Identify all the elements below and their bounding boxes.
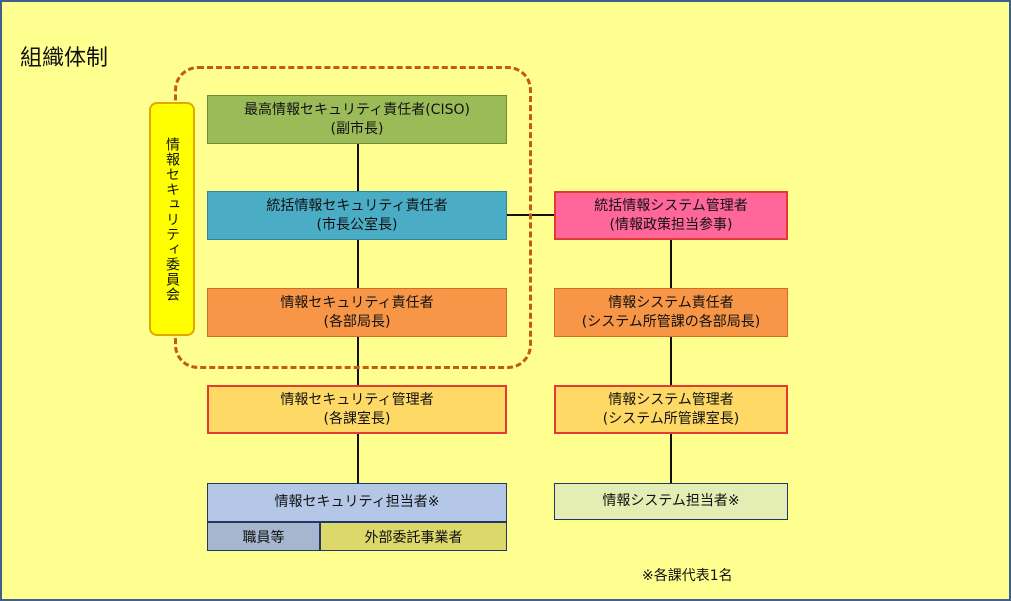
security-committee-label: 情報セキュリティ委員会 xyxy=(149,102,195,336)
connector-ciso-general xyxy=(357,144,359,191)
connector-sys-general-officer xyxy=(670,240,672,288)
connector-sys-officer-manager xyxy=(670,337,672,385)
footnote: ※各課代表1名 xyxy=(642,568,733,584)
security-officer-box: 情報セキュリティ責任者 (各部局長) xyxy=(207,288,507,337)
general-security-role: (市長公室長) xyxy=(316,216,398,233)
security-manager-box: 情報セキュリティ管理者 (各課室長) xyxy=(207,385,507,434)
security-staff-box: 情報セキュリティ担当者※ xyxy=(207,483,507,522)
general-system-manager-box: 統括情報システム管理者 (情報政策担当参事) xyxy=(554,191,788,240)
system-manager-box: 情報システム管理者 (システム所管課室長) xyxy=(554,385,788,434)
ciso-box: 最高情報セキュリティ責任者(CISO) (副市長) xyxy=(207,95,507,144)
security-manager-role: (各課室長) xyxy=(323,410,391,427)
security-officer-role: (各部局長) xyxy=(323,313,391,330)
security-staff-title: 情報セキュリティ担当者※ xyxy=(274,494,440,510)
general-security-officer-box: 統括情報セキュリティ責任者 (市長公室長) xyxy=(207,191,507,240)
system-officer-box: 情報システム責任者 (システム所管課の各部局長) xyxy=(554,288,788,337)
security-officer-title: 情報セキュリティ責任者 xyxy=(280,294,434,311)
general-security-title: 統括情報セキュリティ責任者 xyxy=(266,197,448,214)
staff-employees-cell: 職員等 xyxy=(207,522,320,551)
connector-general-officer xyxy=(357,240,359,288)
system-officer-role: (システム所管課の各部局長) xyxy=(581,313,761,330)
committee-text: 情報セキュリティ委員会 xyxy=(164,136,180,302)
system-manager-role: (システム所管課室長) xyxy=(602,410,740,427)
system-staff-title: 情報システム担当者※ xyxy=(602,493,740,509)
staff-contractors-cell: 外部委託事業者 xyxy=(320,522,507,551)
connector-manager-staff xyxy=(357,434,359,483)
ciso-role: (副市長) xyxy=(330,120,384,137)
system-staff-box: 情報システム担当者※ xyxy=(554,483,788,520)
general-system-role: (情報政策担当参事) xyxy=(609,216,733,233)
connector-officer-manager xyxy=(357,337,359,385)
system-officer-title: 情報システム責任者 xyxy=(608,294,734,311)
ciso-title: 最高情報セキュリティ責任者(CISO) xyxy=(244,101,470,118)
page-title: 組織体制 xyxy=(20,46,109,71)
security-manager-title: 情報セキュリティ管理者 xyxy=(280,391,434,408)
connector-sys-manager-staff xyxy=(670,434,672,483)
system-manager-title: 情報システム管理者 xyxy=(608,391,734,408)
general-system-title: 統括情報システム管理者 xyxy=(594,197,748,214)
